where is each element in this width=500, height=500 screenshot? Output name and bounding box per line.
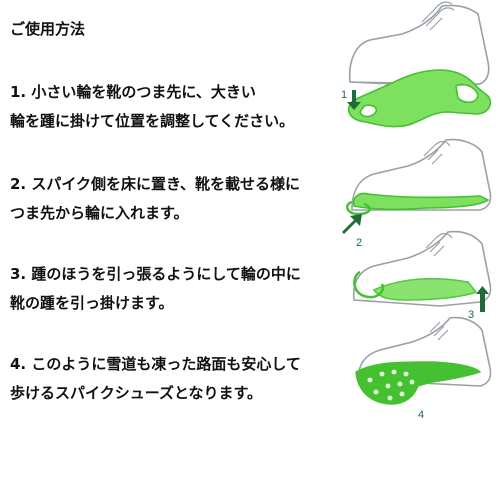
page-title: ご使用方法 — [10, 20, 86, 38]
step-1-line-2: 輪を踵に掛けて位置を調整してください。 — [10, 112, 295, 130]
step-4-line-1: 4. このように雪道も凍った路面も安心して — [10, 355, 301, 373]
shoe-laces-1 — [421, 1, 455, 31]
arrow-up-icon — [476, 286, 489, 312]
instruction-illustrations: 1 2 3 4 — [341, 1, 492, 421]
arrow-down-icon — [347, 90, 361, 110]
shoe-outline-1 — [348, 4, 490, 87]
step-2: 2. スパイク側を床に置き、靴を載せる様に つま先から輪に入れます。 — [10, 170, 300, 228]
step-4: 4. このように雪道も凍った路面も安心して 歩けるスパイクシューズとなります。 — [10, 350, 301, 408]
arrow-up-right-icon — [342, 214, 362, 234]
spike-sole-4 — [355, 361, 482, 405]
spike-stud — [409, 379, 415, 385]
spike-stud — [385, 383, 391, 389]
step-3-line-2: 靴の踵を引っ掛けます。 — [10, 294, 174, 312]
spike-stud — [391, 369, 397, 375]
step-number-4: 4 — [418, 409, 424, 421]
shoe-laces-4 — [429, 321, 449, 341]
spike-band-1 — [347, 69, 492, 128]
toe-loop-2 — [346, 200, 371, 216]
step-number-1: 1 — [341, 89, 347, 101]
shoe-outline-2 — [351, 138, 492, 211]
spike-stud — [397, 381, 403, 387]
step-4-illustration: 4 — [355, 316, 492, 421]
spike-band-3 — [372, 277, 478, 301]
step-2-line-2: つま先から輪に入れます。 — [10, 204, 189, 222]
step-3-illustration: 3 — [352, 230, 492, 321]
toe-loop-3 — [353, 270, 385, 299]
shoe-laces-2 — [423, 140, 451, 165]
spike-band-2 — [352, 192, 490, 211]
spike-stud — [403, 371, 409, 377]
step-number-2: 2 — [356, 237, 362, 249]
spike-stud — [387, 395, 393, 401]
step-1-line-1: 1. 小さい輪を靴のつま先に、大きい — [10, 83, 256, 101]
step-number-3: 3 — [468, 309, 474, 321]
shoe-laces-3 — [425, 232, 453, 257]
spike-studs-4 — [367, 369, 415, 401]
shoe-outline-4 — [357, 316, 492, 387]
step-3-line-1: 3. 踵のほうを引っ張るようにして輪の中に — [10, 265, 301, 283]
step-2-illustration: 2 — [342, 138, 492, 249]
spike-stud — [373, 389, 379, 395]
spike-stud — [367, 377, 373, 383]
step-1: 1. 小さい輪を靴のつま先に、大きい 輪を踵に掛けて位置を調整してください。 — [10, 78, 294, 136]
spike-stud — [379, 371, 385, 377]
step-1-illustration: 1 — [341, 1, 492, 128]
step-2-line-1: 2. スパイク側を床に置き、靴を載せる様に — [10, 175, 301, 193]
step-3: 3. 踵のほうを引っ張るようにして輪の中に 靴の踵を引っ掛けます。 — [10, 260, 301, 318]
step-4-line-2: 歩けるスパイクシューズとなります。 — [10, 384, 263, 402]
shoe-outline-3 — [352, 230, 492, 307]
spike-stud — [399, 391, 405, 397]
